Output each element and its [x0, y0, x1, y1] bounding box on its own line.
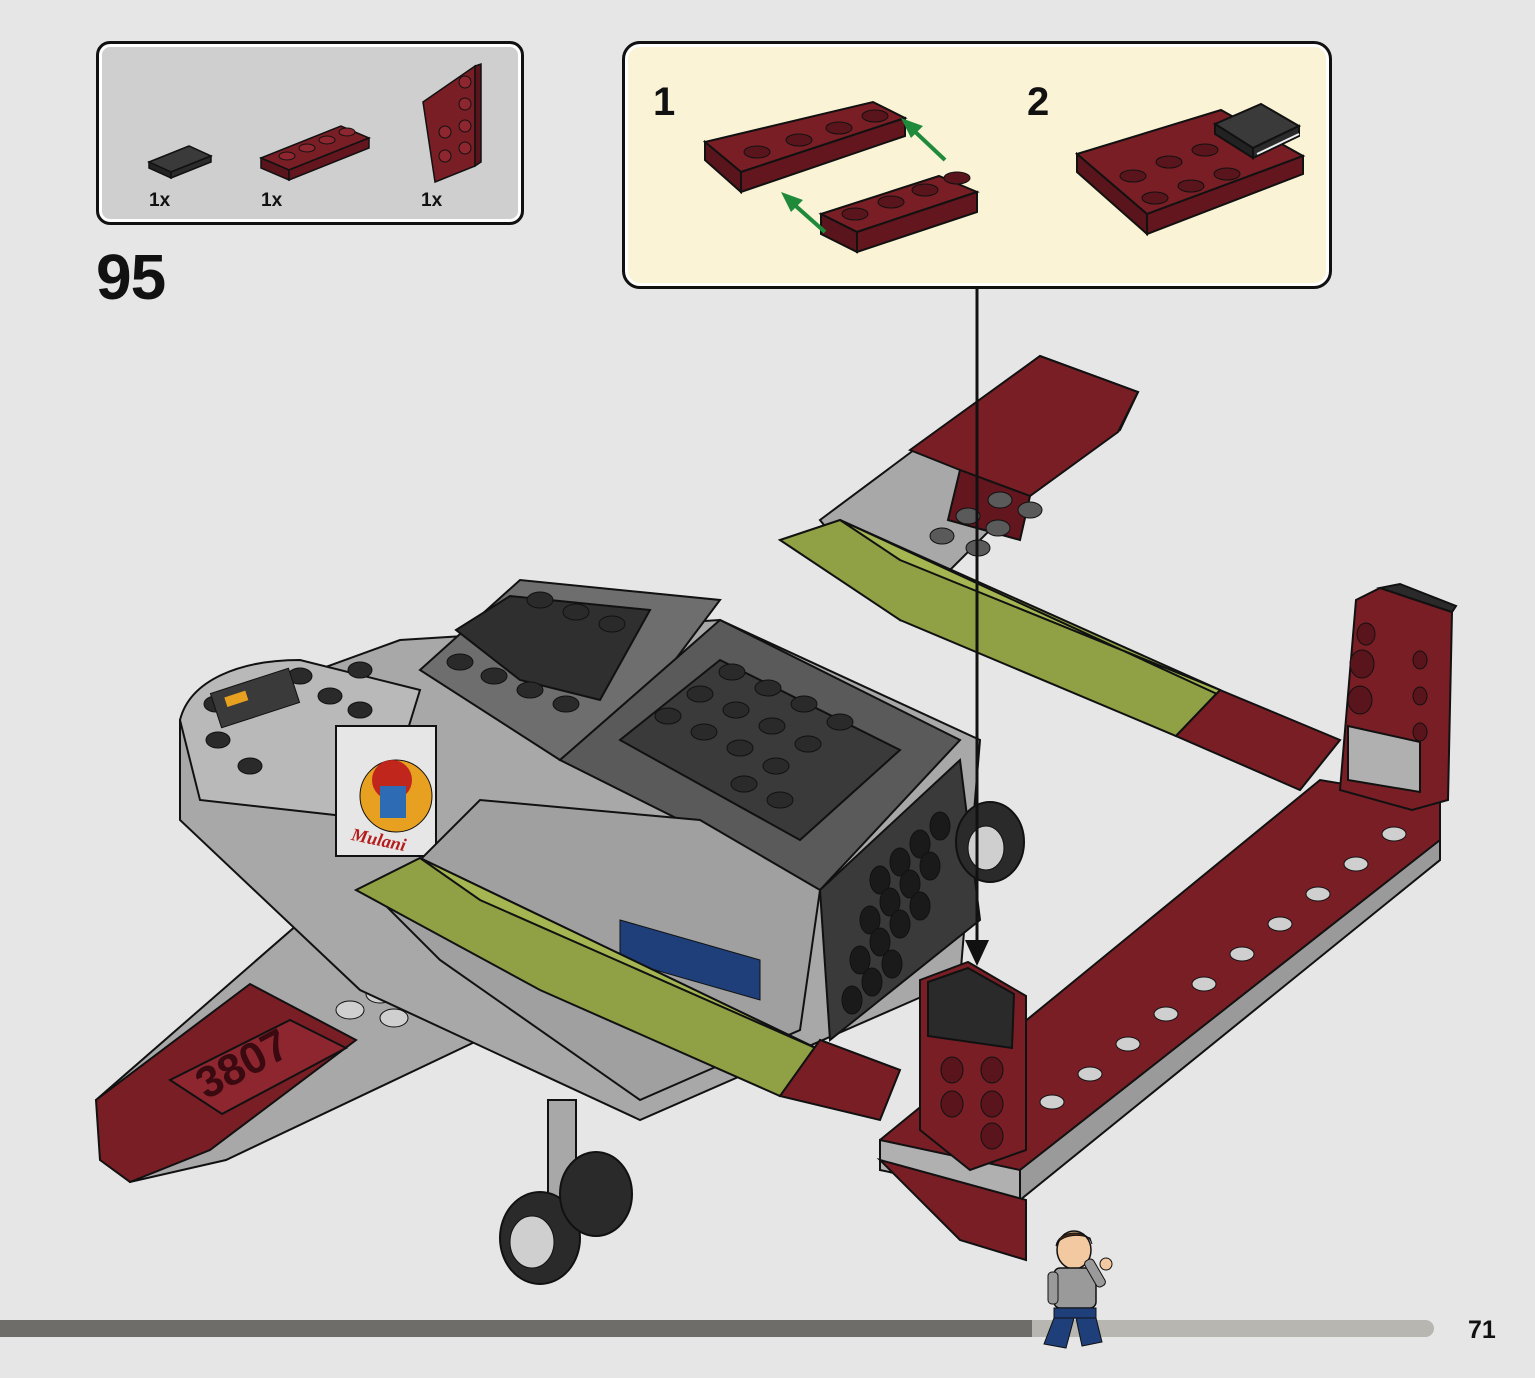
wedge-plate-part — [422, 62, 482, 184]
part-qty: 1x — [261, 190, 283, 211]
minifigure-icon — [1043, 1230, 1113, 1349]
substep-number: 1 — [653, 80, 676, 124]
substep-number: 2 — [1027, 80, 1050, 124]
page-number: 71 — [1468, 1316, 1496, 1344]
subassembly-callout: 1 2 — [622, 41, 1332, 289]
part-qty: 1x — [421, 190, 443, 211]
step-number: 95 — [96, 241, 166, 313]
part-qty: 1x — [149, 190, 171, 211]
tile-1x2-part — [147, 145, 213, 180]
parts-list-box: 1x 1x 1x — [96, 41, 524, 225]
plate-1x4-part — [259, 125, 371, 182]
build-progress-fill — [0, 1320, 1033, 1337]
build-progress-bar — [0, 1320, 1434, 1337]
substep-2-illustration — [1074, 102, 1306, 237]
substep-1-illustration — [702, 100, 980, 254]
